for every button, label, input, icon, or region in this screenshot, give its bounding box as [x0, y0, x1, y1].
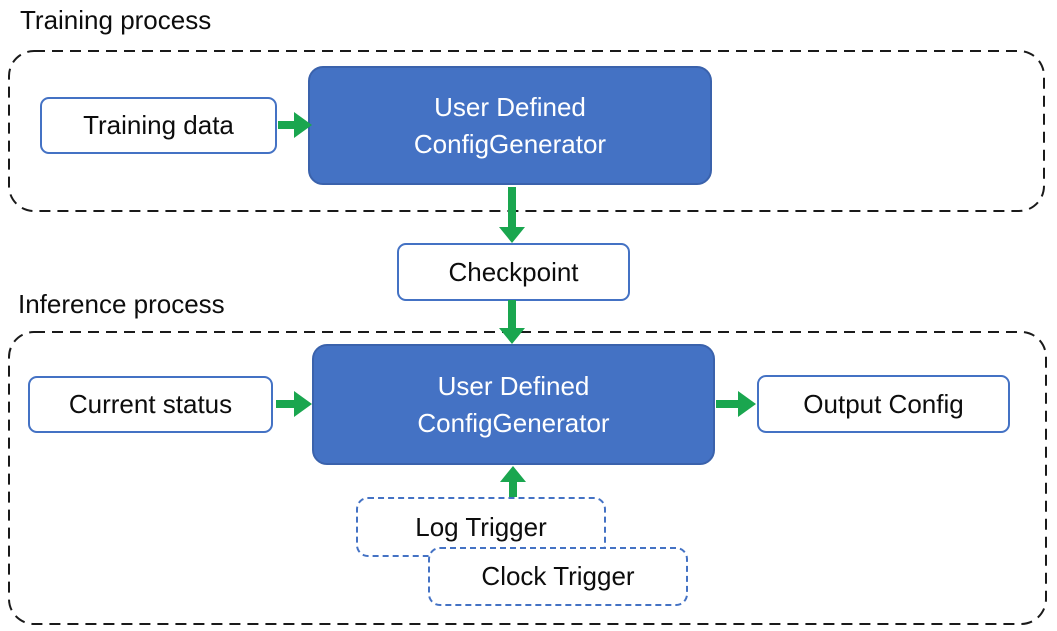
- output-config-node: Output Config: [757, 375, 1010, 433]
- training-process-label: Training process: [20, 5, 212, 35]
- clock-trigger-label: Clock Trigger: [481, 561, 635, 591]
- arrow-triggers-to-generator: [500, 466, 526, 497]
- current-status-label: Current status: [68, 389, 233, 419]
- current-status-node: Current status: [28, 376, 273, 433]
- training-data-node: Training data: [40, 97, 277, 154]
- clock-trigger-node: Clock Trigger: [428, 547, 688, 606]
- config-generator-line2: ConfigGenerator: [413, 128, 607, 159]
- config-generator-node-training: User Defined ConfigGenerator: [308, 66, 712, 185]
- config-generator-line2: ConfigGenerator: [417, 407, 610, 438]
- checkpoint-label: Checkpoint: [448, 256, 579, 287]
- arrow-current-status-to-generator: [276, 391, 312, 417]
- output-config-label: Output Config: [803, 388, 964, 419]
- arrow-generator-to-output-config: [716, 391, 756, 417]
- config-generator-node-inference: User Defined ConfigGenerator: [312, 344, 715, 465]
- checkpoint-node: Checkpoint: [397, 243, 630, 301]
- config-generator-line1: User Defined: [434, 91, 586, 122]
- inference-process-label: Inference process: [18, 289, 225, 319]
- arrow-generator-to-checkpoint: [499, 187, 525, 243]
- log-trigger-label: Log Trigger: [415, 511, 547, 542]
- training-data-label: Training data: [83, 110, 234, 140]
- arrow-checkpoint-to-generator: [499, 300, 525, 344]
- arrow-training-data-to-generator: [278, 112, 312, 138]
- config-generator-line1: User Defined: [437, 370, 590, 401]
